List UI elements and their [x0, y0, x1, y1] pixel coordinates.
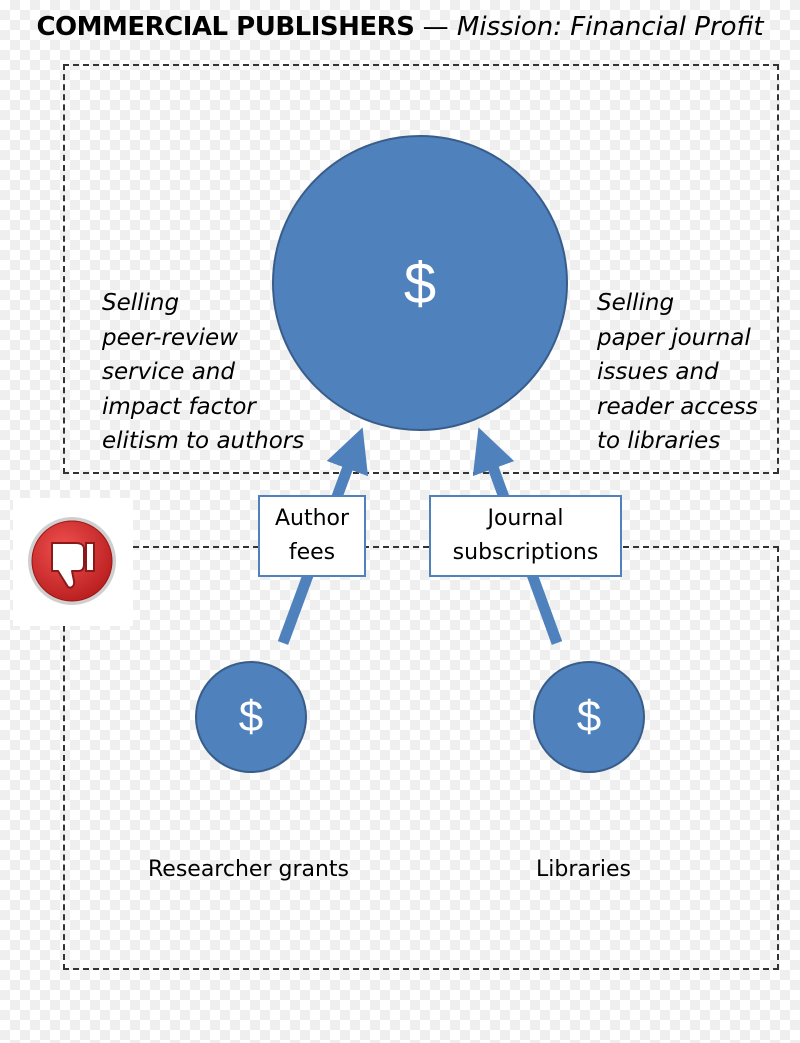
dollar-sign: $: [238, 692, 264, 741]
label-line: fees: [288, 540, 336, 565]
publisher-revenue-coin: $: [272, 135, 568, 431]
label-line: subscriptions: [452, 540, 599, 565]
dollar-sign: $: [403, 250, 437, 316]
author-fees-label: Author fees: [258, 495, 366, 577]
libraries-caption: Libraries: [536, 857, 632, 882]
grants-coin: $: [195, 661, 307, 773]
publishers-mission: Mission: Financial Profit: [456, 12, 764, 42]
text-line: elitism to authors: [102, 428, 305, 454]
label-line: Journal: [487, 506, 564, 531]
text-line: paper journal: [597, 324, 751, 351]
thumbs-down-icon: [28, 517, 116, 605]
publishers-heading: COMMERCIAL PUBLISHERS — Mission: Financi…: [0, 12, 800, 42]
libraries-coin: $: [533, 661, 645, 773]
publishers-region: [63, 64, 779, 474]
text-line: reader access: [597, 393, 758, 420]
researcher-grants-caption: Researcher grants: [148, 857, 350, 882]
text-line: issues and: [597, 359, 719, 385]
dollar-sign: $: [576, 692, 602, 741]
libraries-service-text: Selling paper journal issues and reader …: [597, 286, 758, 459]
text-line: Selling: [102, 290, 180, 316]
publishers-dash: —: [414, 12, 457, 42]
text-line: service and: [102, 359, 235, 385]
universities-region: [63, 546, 779, 970]
journal-subscriptions-label: Journal subscriptions: [429, 495, 622, 577]
text-line: Selling: [597, 290, 675, 316]
text-line: to libraries: [597, 428, 721, 454]
text-line: impact factor: [102, 393, 256, 420]
text-line: peer-review: [102, 324, 238, 351]
authors-service-text: Selling peer-review service and impact f…: [102, 286, 304, 459]
publishers-org: COMMERCIAL PUBLISHERS: [36, 12, 415, 42]
label-line: Author: [274, 506, 350, 531]
